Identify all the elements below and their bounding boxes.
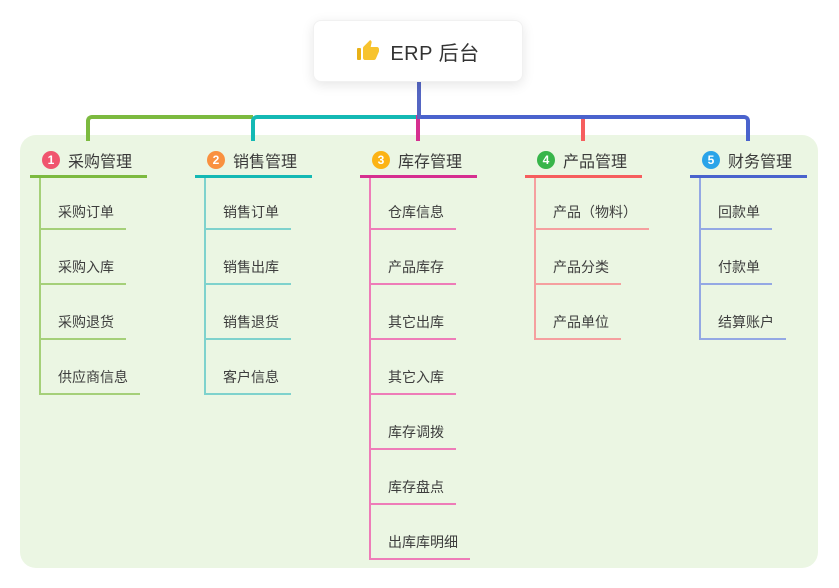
connector-drop-3 bbox=[416, 115, 420, 141]
connector-elbow-5 bbox=[419, 115, 750, 141]
child-spine-2 bbox=[204, 178, 206, 394]
branch-badge-4: 4 bbox=[537, 151, 555, 169]
child-node[interactable]: 产品库存 bbox=[369, 249, 456, 285]
child-node[interactable]: 销售出库 bbox=[204, 249, 291, 285]
child-node[interactable]: 仓库信息 bbox=[369, 194, 456, 230]
child-node[interactable]: 销售订单 bbox=[204, 194, 291, 230]
connector-elbow-2 bbox=[251, 115, 419, 141]
child-node[interactable]: 产品分类 bbox=[534, 249, 621, 285]
branch-node-1[interactable]: 1 采购管理 bbox=[30, 145, 147, 178]
child-node[interactable]: 库存盘点 bbox=[369, 469, 456, 505]
child-node[interactable]: 出库库明细 bbox=[369, 524, 470, 560]
child-node[interactable]: 客户信息 bbox=[204, 359, 291, 395]
child-spine-5 bbox=[699, 178, 701, 339]
branch-label: 库存管理 bbox=[398, 154, 463, 171]
child-spine-3 bbox=[369, 178, 371, 559]
child-node[interactable]: 采购入库 bbox=[39, 249, 126, 285]
child-node[interactable]: 其它入库 bbox=[369, 359, 456, 395]
branch-badge-5: 5 bbox=[702, 151, 720, 169]
branch-node-2[interactable]: 2 销售管理 bbox=[195, 145, 312, 178]
root-title: ERP 后台 bbox=[390, 42, 480, 65]
branches-panel bbox=[20, 135, 818, 568]
child-node[interactable]: 采购订单 bbox=[39, 194, 126, 230]
branch-badge-2: 2 bbox=[207, 151, 225, 169]
child-node[interactable]: 采购退货 bbox=[39, 304, 126, 340]
child-node[interactable]: 回款单 bbox=[699, 194, 772, 230]
child-node[interactable]: 结算账户 bbox=[699, 304, 786, 340]
child-node[interactable]: 供应商信息 bbox=[39, 359, 140, 395]
branch-label: 采购管理 bbox=[68, 154, 133, 171]
child-spine-1 bbox=[39, 178, 41, 394]
child-node[interactable]: 其它出库 bbox=[369, 304, 456, 340]
root-node[interactable]: ERP 后台 bbox=[313, 20, 523, 82]
child-node[interactable]: 产品（物料） bbox=[534, 194, 649, 230]
connector-root-stem bbox=[417, 82, 421, 119]
child-node[interactable]: 产品单位 bbox=[534, 304, 621, 340]
branch-node-5[interactable]: 5 财务管理 bbox=[690, 145, 807, 178]
child-node[interactable]: 库存调拨 bbox=[369, 414, 456, 450]
child-spine-4 bbox=[534, 178, 536, 339]
branch-badge-3: 3 bbox=[372, 151, 390, 169]
branch-node-3[interactable]: 3 库存管理 bbox=[360, 145, 477, 178]
branch-label: 销售管理 bbox=[233, 154, 298, 171]
branch-badge-1: 1 bbox=[42, 151, 60, 169]
branch-label: 产品管理 bbox=[563, 154, 628, 171]
branch-label: 财务管理 bbox=[728, 154, 793, 171]
child-node[interactable]: 销售退货 bbox=[204, 304, 291, 340]
branch-node-4[interactable]: 4 产品管理 bbox=[525, 145, 642, 178]
thumbs-up-icon bbox=[356, 39, 380, 63]
connector-drop-4 bbox=[581, 115, 585, 141]
child-node[interactable]: 付款单 bbox=[699, 249, 772, 285]
connector-elbow-1 bbox=[86, 115, 253, 141]
